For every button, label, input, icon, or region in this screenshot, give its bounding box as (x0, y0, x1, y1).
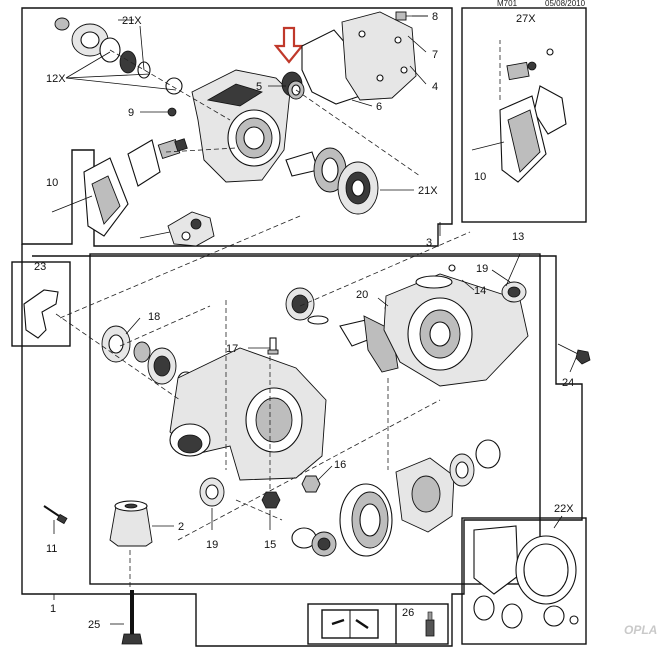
callout-25: 25 (88, 619, 100, 631)
part-differential-case (395, 439, 501, 533)
callout-24: 24 (562, 377, 574, 389)
callout-22x: 22X (554, 503, 574, 515)
callout-2: 2 (178, 521, 184, 533)
grease-tool-icon (425, 611, 435, 637)
part-19-seal-lower (199, 477, 225, 507)
callout-26: 26 (402, 607, 414, 619)
callout-1: 1 (50, 603, 56, 615)
part-5-bearing-sleeve (281, 71, 305, 100)
part-9-bolt (140, 107, 177, 117)
callout-11: 11 (46, 543, 57, 555)
frame-legend-box (307, 603, 449, 645)
callout-19-top: 19 (476, 263, 488, 275)
part-22x-gasket-kit (473, 525, 579, 629)
part-21x-pinion-bearing (285, 147, 379, 215)
part-rear-housing (383, 264, 529, 387)
part-21x-flange (54, 17, 183, 95)
callout-8: 8 (432, 11, 438, 23)
part-17-breather (267, 337, 279, 355)
callout-27x: 27X (516, 13, 536, 25)
callout-4: 4 (432, 81, 438, 93)
callout-3: 3 (426, 237, 432, 249)
part-carrier-bearing-left (291, 527, 337, 557)
callout-18: 18 (148, 311, 160, 323)
service-manual-icon (321, 609, 379, 639)
callout-19-bottom: 19 (206, 539, 218, 551)
header-code: M701 (497, 0, 518, 8)
callout-21x-right: 21X (418, 185, 438, 197)
callout-12x: 12X (46, 73, 66, 85)
callout-5: 5 (256, 81, 262, 93)
part-pinion-gear (285, 287, 399, 373)
part-15-drain-plug (261, 491, 281, 509)
frame-main-outer (21, 244, 583, 647)
red-down-arrow-icon (273, 26, 305, 64)
callout-10-right: 10 (474, 171, 486, 183)
callout-23: 23 (34, 261, 46, 273)
frame-23-box (11, 261, 71, 347)
part-27x-filter (471, 95, 547, 183)
frame-22x-box (461, 517, 587, 645)
callout-17: 17 (226, 343, 238, 355)
part-24-bolt (557, 343, 591, 365)
part-solenoid-assembly (139, 211, 215, 247)
frame-inner-gear-set (89, 253, 541, 585)
callout-6: 6 (376, 101, 382, 113)
callout-21x-top: 21X (122, 15, 142, 27)
callout-10-left: 10 (46, 177, 58, 189)
part-25-bolt (121, 590, 143, 645)
callout-7: 7 (432, 49, 438, 61)
part-actuator-shaft (157, 138, 188, 160)
leader-lines (53, 15, 577, 625)
part-23-clip (23, 289, 59, 339)
callout-13: 13 (512, 231, 524, 243)
header-date: 05/08/2010 (545, 0, 586, 8)
part-16-fill-plug (301, 475, 321, 493)
part-2-rubber-mount (109, 500, 153, 547)
callout-14: 14 (474, 285, 486, 297)
part-upper-housing (191, 69, 291, 183)
callout-16: 16 (334, 459, 346, 471)
part-front-carrier-housing (169, 347, 327, 481)
part-27x-solenoid (506, 48, 554, 81)
callout-15: 15 (264, 539, 276, 551)
callout-9: 9 (128, 107, 134, 119)
assembly-lines (55, 40, 501, 590)
watermark-text: OPLA (624, 623, 657, 637)
part-11-screw (43, 505, 68, 525)
part-pump-gasket (127, 139, 161, 187)
callout-labels: 8 21X 7 12X 4 5 9 6 10 21X 3 27X 10 13 2… (34, 11, 574, 631)
part-4-cover (341, 11, 417, 101)
part-ring-gear (339, 483, 393, 557)
callout-20: 20 (356, 289, 368, 301)
frame-27x-box (461, 7, 587, 223)
part-10-filter (51, 157, 129, 237)
